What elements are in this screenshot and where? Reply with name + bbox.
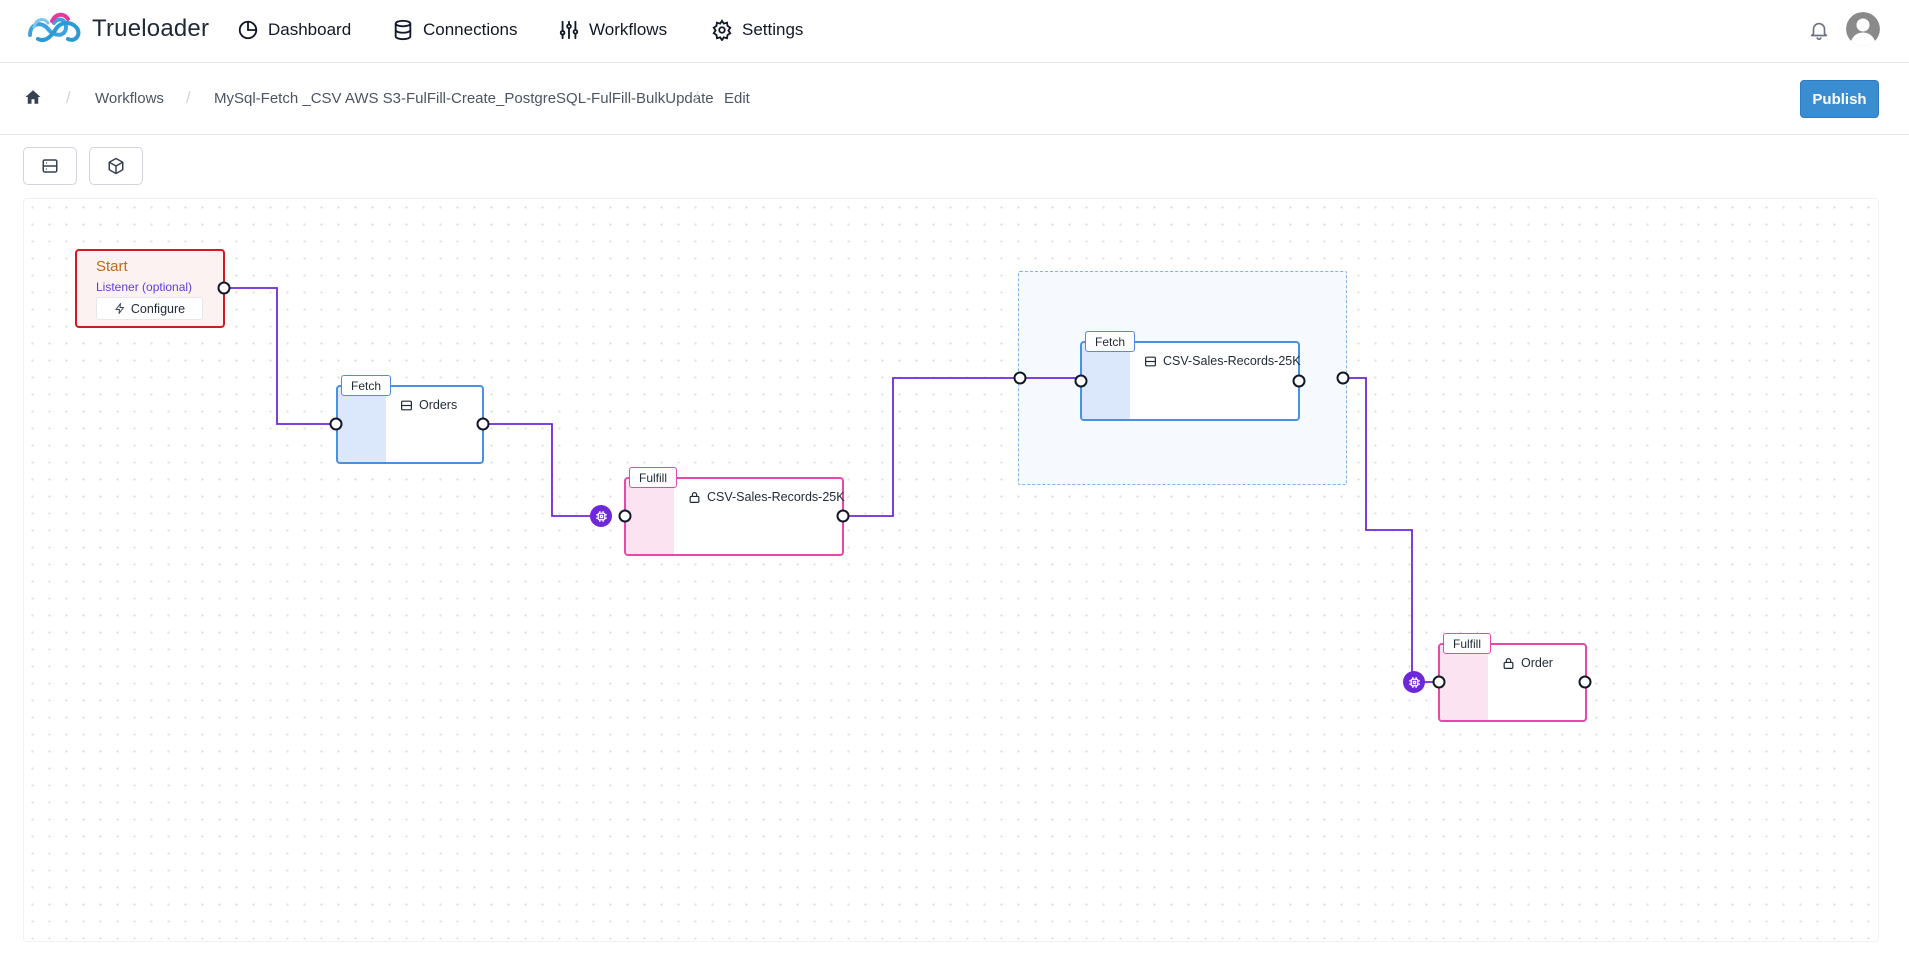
breadcrumb-workflow-name[interactable]: MySql-Fetch _CSV AWS S3-FulFill-Create_P…: [214, 90, 714, 107]
nav-settings[interactable]: Settings: [711, 19, 803, 41]
breadcrumb-separator: /: [694, 88, 699, 107]
trueloader-logo-icon: [28, 12, 81, 42]
group-output-port[interactable]: [1336, 371, 1350, 385]
box-icon: [108, 157, 124, 175]
fetch-node-csv-sales-records[interactable]: Fetch CSV-Sales-Records-25K: [1080, 331, 1301, 421]
configure-button-label: Configure: [130, 301, 186, 316]
fetch-csv-input-port[interactable]: [1074, 374, 1088, 388]
start-output-port[interactable]: [217, 281, 231, 295]
workflow-canvas[interactable]: [23, 198, 1879, 942]
start-node[interactable]: Start Listener (optional) Configure: [75, 249, 225, 328]
node-type-strip: [1440, 645, 1488, 720]
fetch-csv-output-port[interactable]: [1292, 374, 1306, 388]
breadcrumb-separator: /: [186, 88, 191, 107]
server-icon: [42, 159, 58, 173]
server-icon: [1145, 356, 1156, 366]
top-navigation: Trueloader Dashboard Connections Workflo…: [0, 0, 1909, 63]
fulfill-csv-input-port[interactable]: [618, 509, 632, 523]
bolt-icon: [115, 303, 124, 314]
sliders-icon: [559, 20, 579, 40]
nav-dashboard[interactable]: Dashboard: [237, 19, 351, 41]
gear-icon: [712, 19, 732, 41]
lock-icon: [689, 491, 700, 503]
node-label: Order: [1502, 656, 1553, 670]
node-label-text: CSV-Sales-Records-25K: [707, 490, 845, 504]
home-icon[interactable]: [24, 88, 42, 106]
breadcrumb: / Workflows / MySql-Fetch _CSV AWS S3-Fu…: [0, 63, 1909, 135]
lock-icon: [1503, 657, 1514, 669]
node-type-strip: [1082, 343, 1130, 419]
nav-connections-label: Connections: [423, 20, 518, 39]
publish-button[interactable]: Publish: [1800, 80, 1879, 118]
pie-chart-icon: [238, 20, 258, 40]
user-icon: [1846, 12, 1880, 46]
add-package-node-button[interactable]: [89, 147, 143, 185]
breadcrumb-workflows[interactable]: Workflows: [95, 90, 164, 107]
node-label: CSV-Sales-Records-25K: [1144, 354, 1301, 368]
node-type-tag: Fetch: [1085, 331, 1136, 352]
node-type-tag: Fetch: [341, 375, 392, 396]
bell-icon[interactable]: [1808, 18, 1830, 42]
breadcrumb-separator: /: [66, 88, 71, 107]
order-input-port[interactable]: [1432, 675, 1446, 689]
nav-workflows-label: Workflows: [589, 20, 668, 39]
node-label-text: Orders: [419, 398, 458, 412]
node-label: Orders: [400, 398, 457, 412]
configure-button[interactable]: Configure: [96, 297, 203, 320]
breadcrumb-edit: Edit: [724, 90, 750, 107]
chip-icon: [595, 510, 607, 522]
node-label-text: Order: [1521, 656, 1553, 670]
node-label-text: CSV-Sales-Records-25K: [1163, 354, 1301, 368]
group-input-port[interactable]: [1013, 371, 1027, 385]
node-type-strip: [338, 387, 386, 462]
chip-icon: [1408, 676, 1420, 688]
nav-settings-label: Settings: [742, 20, 804, 39]
fulfill-node-csv-sales-records[interactable]: Fulfill CSV-Sales-Records-25K: [624, 467, 845, 556]
start-node-title: Start: [96, 258, 128, 275]
avatar[interactable]: [1846, 12, 1880, 46]
orders-input-port[interactable]: [329, 417, 343, 431]
node-type-tag: Fulfill: [1443, 633, 1492, 654]
database-icon: [394, 19, 412, 41]
start-node-subtitle: Listener (optional): [96, 280, 193, 294]
node-label: CSV-Sales-Records-25K: [688, 490, 845, 504]
app-logo[interactable]: Trueloader: [24, 9, 209, 49]
order-output-port[interactable]: [1578, 675, 1592, 689]
fulfill-node-order[interactable]: Fulfill Order: [1438, 633, 1587, 722]
mapping-hub-button[interactable]: [1403, 671, 1425, 693]
fetch-node-orders[interactable]: Fetch Orders: [336, 375, 484, 464]
nav-dashboard-label: Dashboard: [268, 20, 352, 39]
app-name: Trueloader: [92, 15, 210, 42]
node-type-tag: Fulfill: [629, 467, 678, 488]
mapping-hub-button[interactable]: [590, 505, 612, 527]
server-icon: [401, 400, 412, 410]
fulfill-csv-output-port[interactable]: [836, 509, 850, 523]
node-type-strip: [626, 479, 674, 554]
nav-workflows[interactable]: Workflows: [558, 19, 667, 41]
orders-output-port[interactable]: [476, 417, 490, 431]
nav-connections[interactable]: Connections: [392, 19, 518, 41]
add-server-node-button[interactable]: [23, 147, 77, 185]
